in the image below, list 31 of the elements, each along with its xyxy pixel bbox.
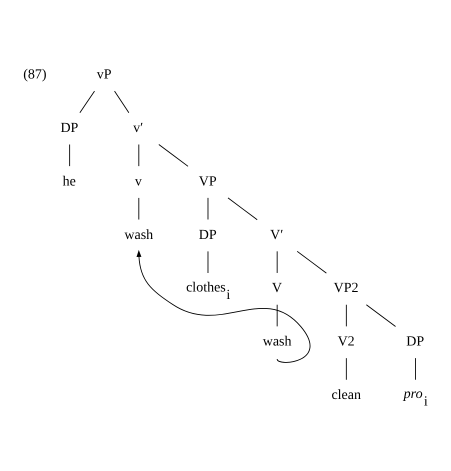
node-text: DP [406, 334, 424, 350]
connector [138, 197, 140, 220]
node-text: VP2 [334, 281, 359, 296]
node-text: V [272, 281, 282, 296]
arrow [136, 250, 310, 363]
node-text: DP [198, 228, 217, 243]
node-text: v′ [133, 121, 144, 136]
connector [346, 304, 347, 327]
label: (87) [23, 68, 47, 83]
node-text: clean [331, 388, 361, 404]
node-text: vP [96, 68, 112, 83]
connector [228, 197, 258, 220]
node-text: V2 [338, 334, 355, 350]
node-text: V′ [270, 228, 284, 243]
connector [346, 358, 347, 380]
connector [276, 304, 278, 327]
connector [79, 90, 95, 114]
connector [415, 358, 416, 380]
connector [69, 144, 70, 167]
connector [138, 144, 140, 167]
connector [114, 90, 130, 114]
node-text: VP [198, 174, 217, 190]
node-text: wash [124, 228, 154, 243]
node-text: DP [60, 121, 78, 136]
node-text: v [134, 174, 142, 190]
connector [158, 144, 188, 167]
node-text: wash [262, 334, 292, 350]
connector [276, 250, 278, 274]
connector [296, 250, 327, 274]
node-text: he [62, 174, 76, 190]
connector [366, 304, 396, 327]
